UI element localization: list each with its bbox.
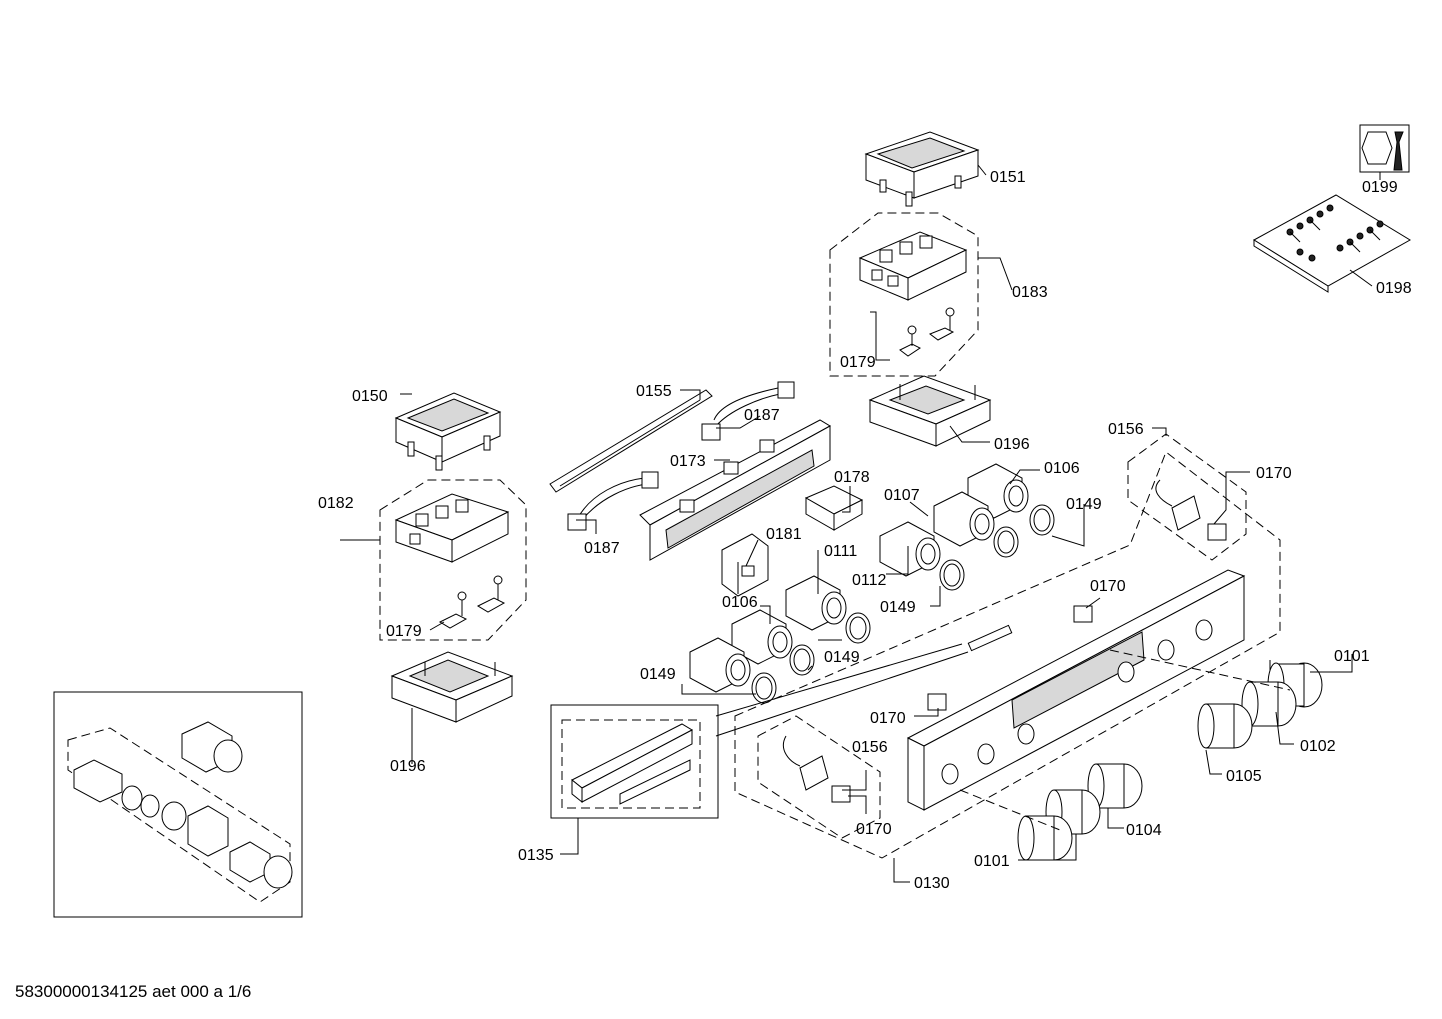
part-0183-group bbox=[829, 212, 979, 377]
part-0196-upper-frame bbox=[868, 375, 992, 447]
callout-0170-panel: 0170 bbox=[870, 710, 906, 727]
callout-0170-lower: 0170 bbox=[856, 821, 892, 838]
callout-0173: 0173 bbox=[670, 453, 706, 470]
part-0150-housing bbox=[394, 392, 502, 471]
callout-0155: 0155 bbox=[636, 383, 672, 400]
part-0155-rail bbox=[549, 389, 713, 493]
callout-0149-b: 0149 bbox=[880, 599, 916, 616]
part-0151-housing bbox=[864, 131, 980, 207]
part-0149-ring-d bbox=[845, 612, 871, 644]
part-0112-switch bbox=[879, 521, 941, 577]
part-0173-control-board bbox=[639, 419, 832, 561]
callout-0181: 0181 bbox=[766, 526, 802, 543]
callout-0187-lower: 0187 bbox=[584, 540, 620, 557]
callout-0111: 0111 bbox=[824, 543, 857, 560]
callout-0135: 0135 bbox=[518, 847, 554, 864]
callout-0130: 0130 bbox=[914, 875, 950, 892]
callout-0149-a: 0149 bbox=[1066, 496, 1102, 513]
part-0196-lower-frame bbox=[390, 651, 514, 723]
document-id: 58300000134125 aet 000 a 1/6 bbox=[15, 982, 252, 1001]
part-0106-switch-lower bbox=[731, 609, 793, 665]
callout-0102: 0102 bbox=[1300, 738, 1336, 755]
part-0178-bracket bbox=[804, 485, 864, 531]
callout-0199: 0199 bbox=[1362, 179, 1398, 196]
part-0135-connector-strip bbox=[550, 624, 1013, 819]
leader-lines bbox=[340, 164, 1381, 883]
part-0170-connector-mid bbox=[927, 605, 1093, 711]
knob-axis-lines bbox=[959, 649, 1291, 831]
callout-0105: 0105 bbox=[1226, 768, 1262, 785]
callout-0104: 0104 bbox=[1126, 822, 1162, 839]
part-0156-sensor-group-lower bbox=[757, 715, 881, 839]
callout-0170-upper: 0170 bbox=[1256, 465, 1292, 482]
callout-0183: 0183 bbox=[1012, 284, 1048, 301]
part-0149-ring-f bbox=[751, 672, 777, 704]
callout-0179-lower: 0179 bbox=[386, 623, 422, 640]
part-0182-group bbox=[379, 479, 527, 641]
part-0198-screw-bag bbox=[1253, 194, 1411, 293]
callout-0149-d: 0149 bbox=[640, 666, 676, 683]
callout-0156-upper: 0156 bbox=[1108, 421, 1144, 438]
part-0149-ring-e bbox=[789, 644, 815, 676]
callout-0156-lower: 0156 bbox=[852, 739, 888, 756]
part-0181-bracket bbox=[721, 533, 769, 597]
callout-0179-upper: 0179 bbox=[840, 354, 876, 371]
callout-0178: 0178 bbox=[834, 469, 870, 486]
part-0105-knob bbox=[1197, 703, 1253, 749]
part-0149-ring-c bbox=[939, 559, 965, 591]
part-0199-tool-icon bbox=[1359, 124, 1410, 173]
callout-0106-upper: 0106 bbox=[1044, 460, 1080, 477]
callout-0187-upper: 0187 bbox=[744, 407, 780, 424]
part-0107-switch bbox=[933, 491, 995, 547]
inset-assembly-detail bbox=[53, 691, 303, 918]
callout-0198: 0198 bbox=[1376, 280, 1412, 297]
callout-0170-mid: 0170 bbox=[1090, 578, 1126, 595]
callout-labels: 0151 0199 0198 0183 0179 0150 0155 0187 … bbox=[318, 169, 1412, 892]
callout-0112: 0112 bbox=[852, 572, 887, 589]
callout-0150: 0150 bbox=[352, 388, 388, 405]
callout-0182: 0182 bbox=[318, 495, 354, 512]
callout-0101-lower: 0101 bbox=[974, 853, 1010, 870]
callout-0149-c: 0149 bbox=[824, 649, 860, 666]
part-0104-knob bbox=[1087, 763, 1143, 809]
part-0187-cables bbox=[567, 381, 795, 531]
part-0106-switch-bottom bbox=[689, 637, 751, 693]
part-0156-sensor-group-upper bbox=[1127, 433, 1247, 561]
callout-0196-upper: 0196 bbox=[994, 436, 1030, 453]
callout-0106-lower: 0106 bbox=[722, 594, 758, 611]
callout-0101-upper: 0101 bbox=[1334, 648, 1370, 665]
part-0149-ring-a bbox=[1029, 504, 1055, 536]
part-0111-switch bbox=[785, 575, 847, 631]
callout-0151: 0151 bbox=[990, 169, 1026, 186]
callout-0107: 0107 bbox=[884, 487, 920, 504]
part-0101-knob-lower bbox=[1017, 789, 1101, 861]
part-0130-front-panel bbox=[734, 451, 1281, 859]
part-0149-ring-b bbox=[993, 526, 1019, 558]
callout-0196-lower: 0196 bbox=[390, 758, 426, 775]
